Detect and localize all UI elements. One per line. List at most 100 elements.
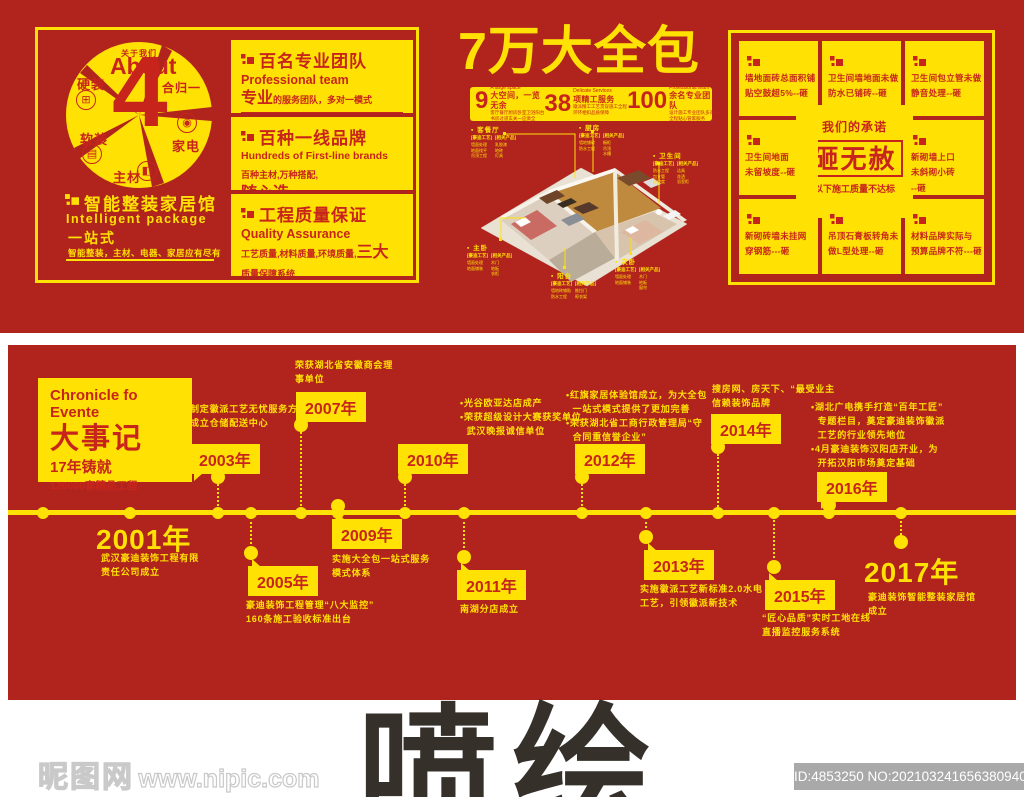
- promise-cell: 墙地面砖总面积铺 贴空鼓超5%--砸: [739, 41, 818, 116]
- callout-item: 墙面处理: [467, 259, 483, 265]
- callout-column: [豪迪工艺]墙面处理地面铺装: [615, 267, 636, 291]
- timeline-mid-dot: [244, 546, 258, 560]
- callout-columns: [豪迪工艺]墙地砖铺贴防水工程[相关产品]推拉门晾衣架: [551, 281, 596, 299]
- feature-desc-text: 百种主材,万种搭配,: [241, 170, 319, 180]
- stat-sub-text: 设计施工专业团队多对一 全程贴心管家服务: [669, 110, 719, 122]
- timeline-desc: 南湖分店成立: [460, 604, 519, 614]
- timeline-year-flag: 2014年: [711, 414, 781, 451]
- callout-column: [豪迪工艺]墙地铺砖防水工程: [579, 133, 600, 157]
- timeline-year-flag: 2016年: [817, 472, 887, 509]
- feature-title: 百名专业团队: [259, 52, 367, 71]
- timeline-stem: [581, 484, 583, 510]
- segment-label-appliance: 家电: [172, 139, 201, 154]
- timeline-mid-dot: [331, 499, 345, 513]
- flag-tail-icon: [461, 563, 470, 571]
- callout-item: 晾衣架: [575, 293, 587, 299]
- callout-column: [相关产品]洁具花洒浴室柜: [677, 161, 698, 185]
- promise-cell: 吊顶石膏板转角未 做L型处理--砸: [822, 199, 901, 274]
- top-banner: 关于我们 About 4 合归一 硬装 ⊞ 软装 ▤ 主材 ◧ 家电 ◉ 智能整…: [0, 0, 1024, 333]
- timeline-desc: 荣获湖北省安徽商会理 事单位: [295, 360, 394, 384]
- timeline-desc: 制定徽派工艺无忧服务方案 成立仓储配送中心: [190, 404, 308, 428]
- callout-item: 墙地铺砖: [579, 139, 595, 145]
- callout-columns: [豪迪工艺]防水工程包立管留坡度[相关产品]洁具花洒浴室柜: [653, 161, 698, 185]
- materials-icon: ◧: [137, 161, 157, 181]
- timeline-desc: 武汉豪迪装饰工程有限 责任公司成立: [101, 553, 200, 577]
- callout-column: [相关产品]木门地板窗帘: [639, 267, 660, 291]
- callout-column: [相关产品]橱柜吊顶水槽: [603, 133, 624, 157]
- timeline-node-dot: [212, 507, 224, 519]
- hall-line2: 智能整装，主材、电器、家居应有尽有: [68, 248, 222, 258]
- feature-desc-text: 工艺质量,材料质量,环境质量,: [241, 249, 357, 259]
- callout-item: 地板: [491, 265, 499, 271]
- timeline-axis: [8, 510, 1016, 515]
- feature-desc-line: 专业的服务团队，多对一模式: [241, 89, 403, 109]
- callout-item: 木门: [639, 273, 647, 279]
- nipic-watermark-url: www.nipic.com: [138, 764, 320, 793]
- squares-icon: [241, 207, 254, 220]
- callout-column-title: [豪迪工艺]: [467, 253, 488, 258]
- timeline-mid-dot: [767, 560, 781, 574]
- callout-column-title: [相关产品]: [495, 135, 516, 140]
- nipic-watermark-cn: 昵图网: [37, 760, 134, 794]
- segment-label-hard: 硬装: [77, 77, 106, 92]
- promise-cell-text: 材料品牌实际与 预算品牌不符---砸: [911, 231, 982, 257]
- feature-desc-line: 工艺质量,材料质量,环境质量,三大: [241, 243, 403, 263]
- timeline-node-dot: [458, 507, 470, 519]
- flag-tail-icon: [648, 543, 657, 551]
- feature-desc-line: 随心选: [241, 184, 403, 190]
- timeline-mid-dot: [211, 470, 225, 484]
- promise-cell-text: 墙地面砖总面积铺 贴空鼓超5%--砸: [745, 73, 816, 99]
- flag-tail-icon: [769, 573, 778, 581]
- soft-install-icon: ▤: [82, 144, 102, 164]
- callout-column-title: [相关产品]: [639, 267, 660, 272]
- timeline-year-flag: 2007年: [296, 392, 366, 429]
- timeline-panel: Chronicle fo Evente 大事记 17年铸就 120000套精品工…: [8, 345, 1016, 700]
- callout-column-title: [豪迪工艺]: [579, 133, 600, 138]
- stat-sub-text: 徽派精工工艺贯穿施工全程 环环相扣品质保障: [573, 104, 628, 116]
- squares-icon: [913, 134, 926, 147]
- callout-column: [豪迪工艺]墙面处理地面找平吊顶工程: [471, 135, 492, 159]
- callout-columns: [豪迪工艺]墙面处理地面铺装[相关产品]木门地板窗帘: [615, 267, 660, 291]
- stat-label-en: Professional team: [669, 84, 710, 91]
- promise-subtitle: 以下施工质量不达标: [813, 184, 895, 194]
- callout-item: 防水工程: [551, 293, 567, 299]
- callout-room-name: ▪ 卫生间: [653, 153, 682, 160]
- promise-slogan-frame: 砸无赦: [806, 140, 903, 177]
- callout-item: 地面找平: [471, 147, 487, 153]
- promise-cell: 新砌砖墙未挂网 穿钢筋---砸: [739, 199, 818, 274]
- timeline-mid-dot: [398, 470, 412, 484]
- callout-item: 木门: [491, 259, 499, 265]
- timeline-desc: •光谷欧亚达店成产 •荣获超级设计大赛获奖单位 武汉晚报诚信单位: [460, 398, 582, 436]
- callout-columns: [豪迪工艺]墙面处理地面找平吊顶工程[相关产品]乳胶漆地砖灯具: [471, 135, 516, 159]
- timeline-desc: 豪迪装饰智能整装家居馆 成立: [868, 592, 976, 616]
- callout-item: 防水工程: [579, 145, 595, 151]
- stat-label: 大空间，一览无余: [490, 91, 541, 110]
- squares-icon: [747, 134, 760, 147]
- timeline-mid-dot: [575, 470, 589, 484]
- hall-title: 智能整装家居馆: [84, 195, 217, 214]
- callout-item: 衣柜: [491, 271, 499, 277]
- callout-item: 浴室柜: [677, 179, 689, 185]
- timeline-mid-dot: [822, 498, 836, 512]
- timeline-stem: [773, 517, 775, 558]
- flag-tail-icon: [252, 559, 261, 567]
- timeline-header-en1: Chronicle fo: [50, 387, 138, 404]
- feature-title: 百种一线品牌: [259, 129, 367, 148]
- hall-line1: 一站式: [68, 230, 116, 246]
- callout-item: 推拉门: [575, 287, 587, 293]
- timeline-year-flag: 2015年: [765, 573, 835, 610]
- timeline-year-flag: 2003年: [190, 444, 260, 481]
- callout-column: [豪迪工艺]墙面处理地面铺装: [467, 253, 488, 277]
- timeline-mid-dot: [294, 418, 308, 432]
- feature-head: 工程质量保证: [241, 201, 403, 226]
- timeline-stem: [645, 517, 647, 528]
- callout-column: [相关产品]木门地板衣柜: [491, 253, 512, 277]
- timeline-year-flag: 2013年: [644, 543, 714, 580]
- callout-column-title: [豪迪工艺]: [653, 161, 674, 166]
